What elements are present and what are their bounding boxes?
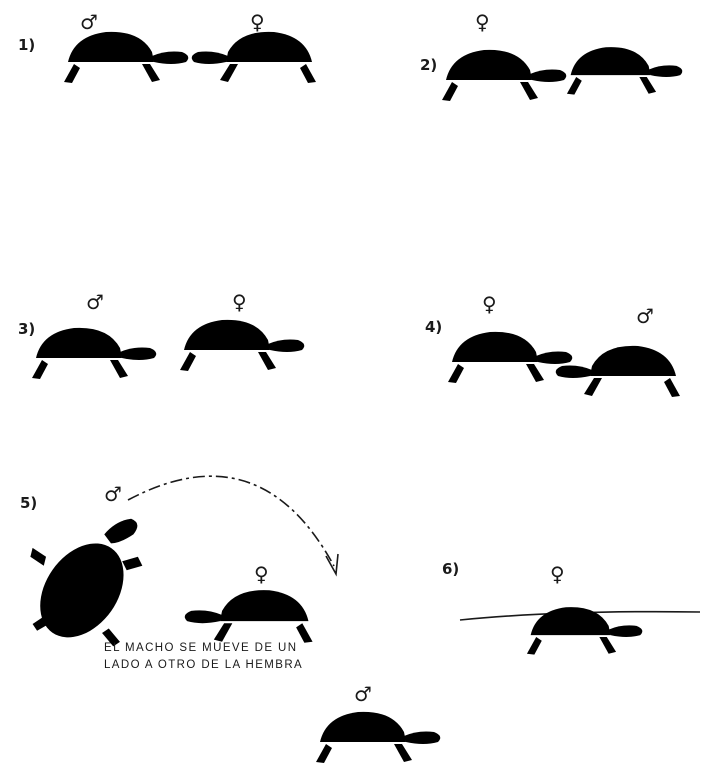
male-turtle-illustration — [296, 702, 446, 772]
female-turtle-illustration — [508, 598, 648, 663]
